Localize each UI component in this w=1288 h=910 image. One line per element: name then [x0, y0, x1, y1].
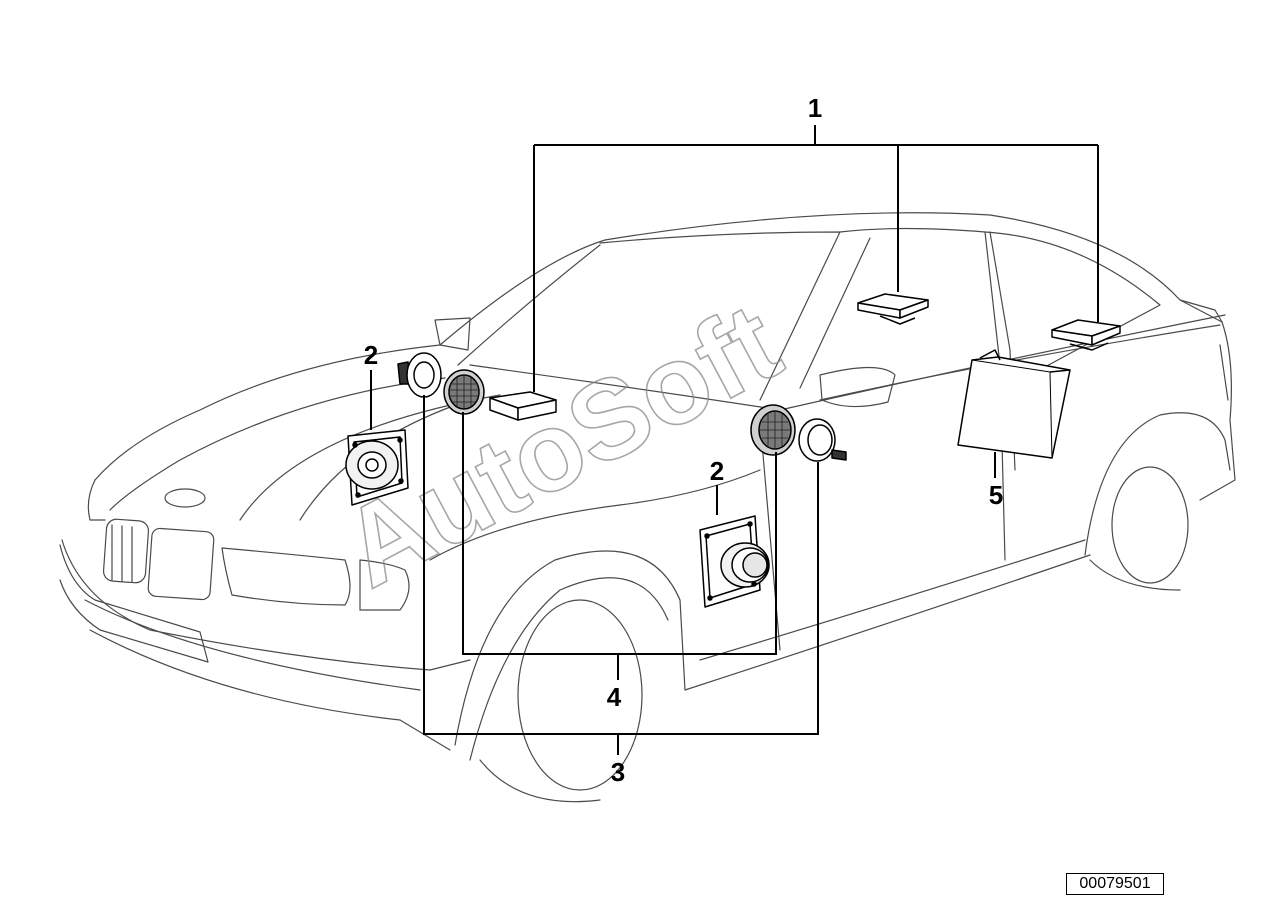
callout-3: 3 [611, 757, 625, 787]
rear-shelf-speaker-right [1051, 319, 1121, 351]
car-outline [59, 212, 1236, 803]
leader-lines [370, 125, 1099, 755]
reference-number: 00079501 [1066, 873, 1164, 895]
callout-2-left: 2 [364, 340, 378, 370]
rear-shelf-speaker-left [857, 293, 929, 325]
speaker-components [345, 293, 1121, 608]
front-left-speaker [345, 429, 409, 506]
callout-5: 5 [989, 480, 1003, 510]
callout-4: 4 [607, 682, 622, 712]
front-left-grille [443, 369, 485, 415]
callout-2-right: 2 [710, 456, 724, 486]
front-right-grille [750, 404, 796, 456]
front-right-speaker [699, 515, 770, 608]
front-right-tweeter [798, 418, 847, 462]
center-dashboard-speaker [489, 391, 557, 421]
front-left-tweeter [397, 352, 442, 398]
callout-1: 1 [808, 93, 822, 123]
amplifier [957, 349, 1071, 459]
